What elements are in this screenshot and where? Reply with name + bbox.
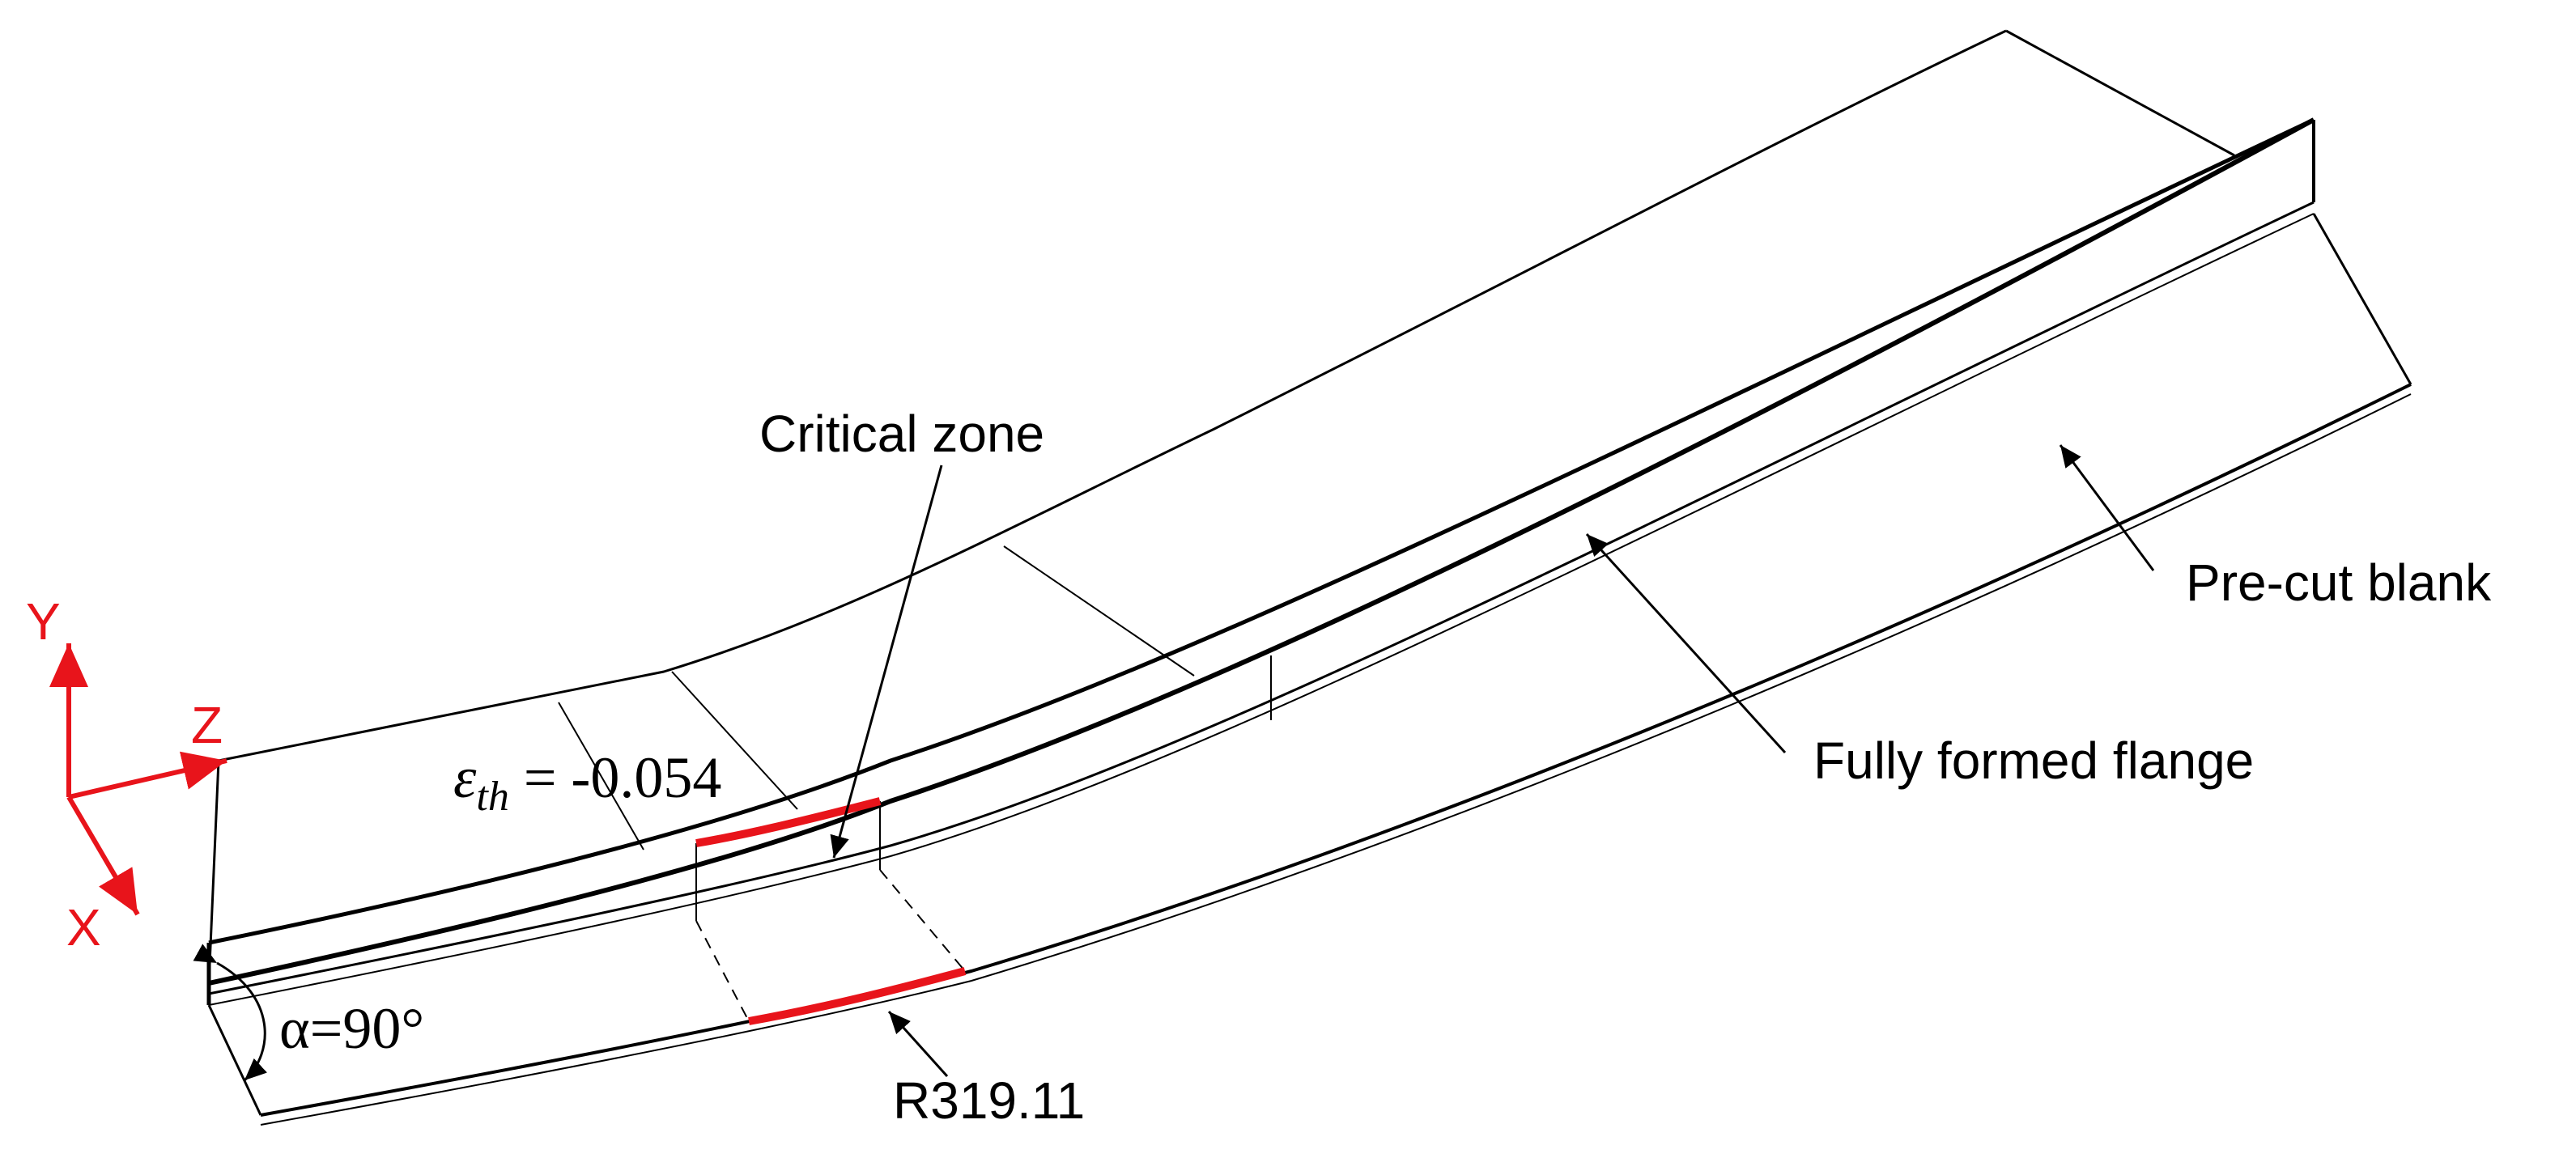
coordinate-axes <box>49 643 227 916</box>
critical-zone-leader <box>830 464 943 859</box>
blank-right-end <box>2312 213 2412 385</box>
axis-label-y: Y <box>26 592 61 651</box>
blank-front-edge <box>260 383 2412 1117</box>
blank-front-edge-2 <box>260 393 2412 1126</box>
angle-arc <box>193 944 267 1082</box>
strain-symbol: ε <box>453 745 477 810</box>
flange-bottom-edge-2 <box>208 213 2315 1006</box>
z-axis-arrow <box>68 751 227 800</box>
radius-label: R319.11 <box>893 1071 1085 1130</box>
fully-formed-flange-leader <box>1585 532 1787 754</box>
strain-subscript: th <box>476 774 508 820</box>
web-section-line-3 <box>1003 545 1195 677</box>
flange-top-edge <box>208 117 2315 945</box>
axis-label-z: Z <box>191 696 223 754</box>
web-section-line-1 <box>558 702 644 850</box>
angle-symbol: α <box>279 996 310 1061</box>
web-surface <box>207 29 2315 986</box>
critical-zone-highlight <box>695 797 967 1025</box>
critical-zone-lower-red <box>748 967 967 1025</box>
blank-left-end <box>207 1004 262 1116</box>
leaders <box>830 444 2155 1078</box>
flange-bottom-edge-1 <box>208 201 2315 995</box>
web-right-end <box>2005 29 2235 157</box>
pre-cut-blank-leader <box>2059 444 2155 571</box>
projection-dashed-1 <box>695 920 750 1022</box>
pre-cut-blank <box>207 213 2412 1126</box>
axis-label-x: X <box>66 898 101 957</box>
angle-value: =90° <box>310 996 424 1061</box>
radius-leader <box>887 1010 949 1078</box>
pre-cut-blank-label: Pre-cut blank <box>2186 554 2492 612</box>
projection-dashed-2 <box>879 869 966 972</box>
web-top-edge <box>218 29 2007 762</box>
x-axis-arrow <box>66 795 140 916</box>
strain-label: εth = -0.054 <box>453 745 721 820</box>
angle-label: α=90° <box>279 996 424 1061</box>
web-section-line-2 <box>671 671 798 810</box>
fully-formed-flange-label: Fully formed flange <box>1813 732 2254 790</box>
critical-zone-label: Critical zone <box>759 405 1044 463</box>
web-bend-edge <box>208 117 2315 986</box>
flange <box>206 117 2315 1006</box>
strain-value: = -0.054 <box>509 745 722 810</box>
critical-zone-upper-red <box>695 797 882 847</box>
